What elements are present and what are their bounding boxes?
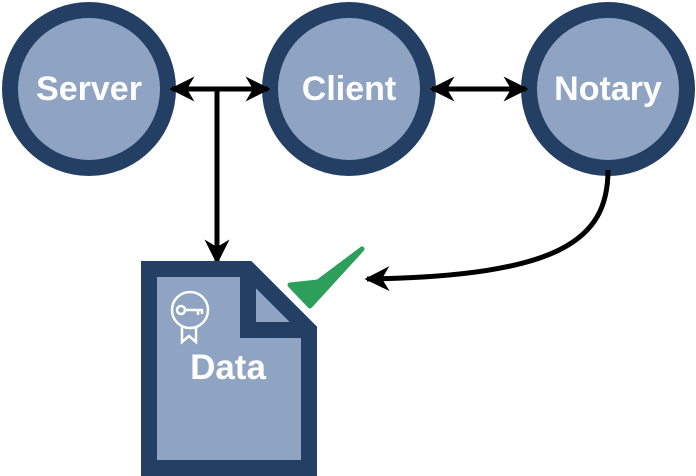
server-node: Server (2, 2, 176, 176)
checkmark-icon (287, 246, 365, 309)
document-label: Data (190, 348, 266, 387)
server-circle (2, 2, 176, 176)
server-label: Server (36, 70, 142, 108)
notary-circle (521, 2, 695, 176)
document-fold (240, 269, 309, 338)
client-node: Client (262, 2, 436, 176)
notary-node: Notary (521, 2, 695, 176)
notary-attest-arrow (364, 169, 611, 292)
certificate-key-icon (170, 290, 210, 345)
notary-label: Notary (554, 70, 662, 108)
client-label: Client (302, 70, 396, 108)
data-document: Data (141, 261, 317, 476)
